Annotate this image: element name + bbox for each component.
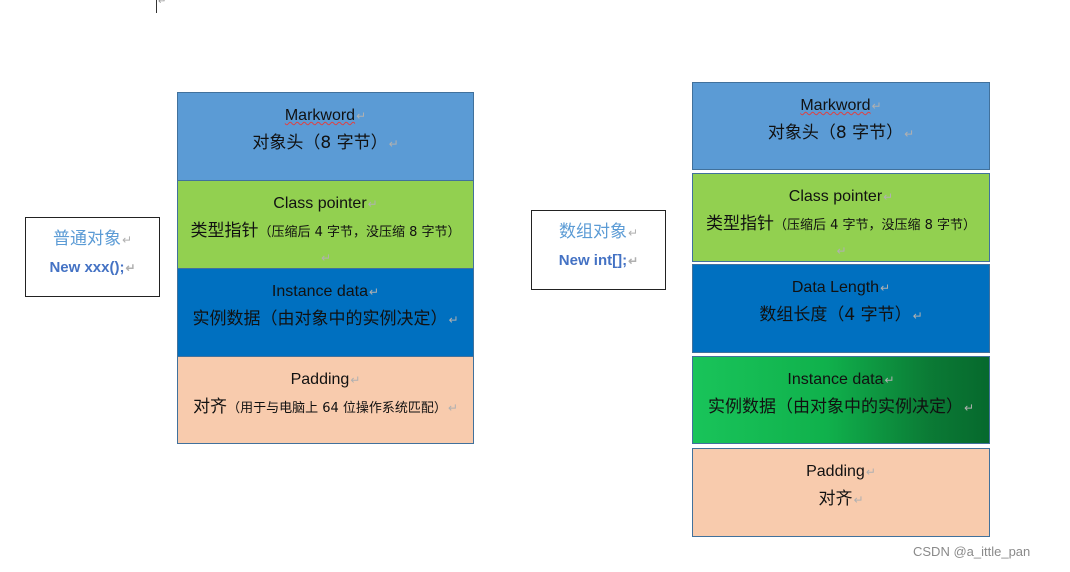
array-instance-data-desc: 实例数据（由对象中的实例决定）↵ <box>707 397 975 417</box>
csdn-watermark: CSDN @a_ittle_pan <box>913 544 1031 559</box>
padding-label: Padding↵ <box>290 371 361 388</box>
array-markword-desc: 对象头（8 字节）↵ <box>767 123 915 143</box>
array-padding-block: Padding↵ 对齐↵ <box>692 448 990 537</box>
array-class-pointer-label: Class pointer↵ <box>788 188 894 205</box>
instance-data-block: Instance data↵ 实例数据（由对象中的实例决定）↵ <box>177 268 474 357</box>
array-object-code: New int[];↵ <box>558 252 639 269</box>
data-length-desc: 数组长度（4 字节）↵ <box>759 305 923 325</box>
instance-data-desc: 实例数据（由对象中的实例决定）↵ <box>192 309 459 329</box>
array-markword-label: Markword↵ <box>800 97 882 114</box>
array-object-layout: Markword↵ 对象头（8 字节）↵ Class pointer↵ 类型指针… <box>692 82 990 537</box>
class-pointer-label: Class pointer↵ <box>273 195 378 212</box>
class-pointer-desc: 类型指针（压缩后 4 字节，没压缩 8 字节）↵ <box>190 221 461 265</box>
return-mark: ↵ <box>158 0 167 7</box>
ordinary-object-title: 普通对象↵ <box>52 229 133 249</box>
markword-desc: 对象头（8 字节）↵ <box>252 133 399 153</box>
ordinary-object-label: 普通对象↵ New xxx();↵ <box>25 217 160 297</box>
markword-block: Markword↵ 对象头（8 字节）↵ <box>177 92 474 181</box>
padding-desc: 对齐（用于与电脑上 64 位操作系统匹配）↵ <box>193 397 458 417</box>
padding-block: Padding↵ 对齐（用于与电脑上 64 位操作系统匹配）↵ <box>177 356 474 444</box>
ordinary-object-layout: Markword↵ 对象头（8 字节）↵ Class pointer↵ 类型指针… <box>177 92 474 444</box>
array-markword-block: Markword↵ 对象头（8 字节）↵ <box>692 82 990 170</box>
array-padding-desc: 对齐↵ <box>818 489 864 509</box>
array-instance-data-label: Instance data↵ <box>787 371 895 388</box>
instance-data-label: Instance data↵ <box>271 283 380 300</box>
ordinary-object-code: New xxx();↵ <box>49 259 136 276</box>
text-cursor <box>156 0 157 13</box>
markword-label: Markword↵ <box>284 107 367 124</box>
data-length-block: Data Length↵ 数组长度（4 字节）↵ <box>692 264 990 353</box>
array-object-title: 数组对象↵ <box>558 222 639 242</box>
array-class-pointer-block: Class pointer↵ 类型指针（压缩后 4 字节，没压缩 8 字节）↵ <box>692 173 990 262</box>
array-class-pointer-desc: 类型指针（压缩后 4 字节，没压缩 8 字节）↵ <box>705 214 977 258</box>
array-padding-label: Padding↵ <box>806 463 876 480</box>
class-pointer-block: Class pointer↵ 类型指针（压缩后 4 字节，没压缩 8 字节）↵ <box>177 180 474 269</box>
array-object-label: 数组对象↵ New int[];↵ <box>531 210 666 290</box>
array-instance-data-block: Instance data↵ 实例数据（由对象中的实例决定）↵ <box>692 356 990 444</box>
data-length-label: Data Length↵ <box>791 279 891 296</box>
